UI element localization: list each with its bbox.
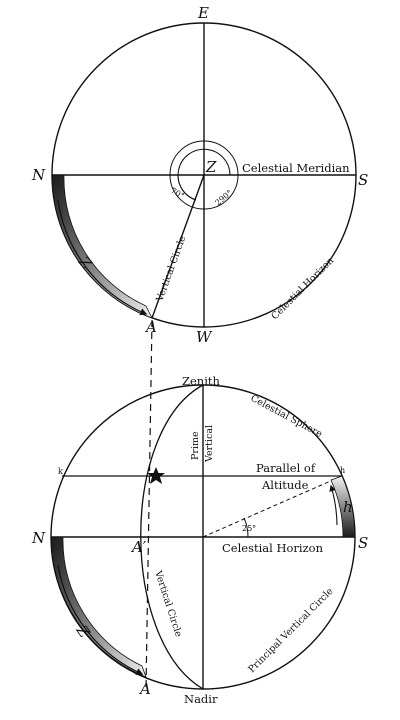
top-angle-70: 70°: [169, 186, 186, 201]
bottom-label-nadir: Nadir: [184, 692, 218, 706]
top-vertical-circle-line: [151, 174, 205, 319]
bottom-label-s: S: [358, 534, 368, 552]
top-angle-290: 290°: [214, 188, 235, 207]
top-diagram: E N S W Z A 70° 290° Celestial Meridian …: [31, 4, 368, 346]
bottom-azimuth-arrow: [57, 564, 144, 675]
bottom-label-n: N: [31, 529, 46, 547]
bottom-label-a: A: [138, 680, 151, 698]
top-zenith-circle: [169, 140, 239, 210]
prime-vertical-label-1: Prime: [190, 431, 201, 460]
bottom-label-h: h: [340, 466, 345, 475]
top-azimuth-arrow: [57, 199, 148, 316]
top-vertical-circle-label: Vertical Circle: [154, 234, 188, 304]
top-label-a: A: [144, 318, 157, 336]
bottom-label-zenith: Zenith: [182, 374, 221, 388]
altitude-dashed-line: [202, 475, 343, 538]
top-celestial-meridian-label: Celestial Meridian: [242, 161, 350, 175]
top-label-z: Z: [205, 158, 217, 176]
parallel-of-altitude-label-1: Parallel of: [256, 461, 316, 475]
celestial-horizon-label: Celestial Horizon: [222, 541, 324, 555]
connector-dashed-line: [145, 319, 153, 689]
bottom-shaded-azimuth-band: [50, 536, 147, 678]
altitude-arrow: [329, 484, 338, 526]
top-label-w: W: [196, 328, 213, 346]
bottom-diagram: Zenith Nadir N S A′ A k h h Celestial Sp…: [31, 374, 368, 706]
top-angle-arc-290: [177, 148, 231, 201]
top-shaded-azimuth-band: [51, 174, 153, 319]
bottom-label-a-prime: A′: [130, 538, 147, 556]
altitude-angle-arc: [243, 517, 249, 538]
star-marker: [147, 467, 165, 484]
altitude-angle-label: 25°: [242, 524, 256, 533]
bottom-h-arc-label: h: [343, 498, 353, 516]
top-label-n: N: [31, 166, 46, 184]
top-label-e: E: [197, 4, 209, 22]
parallel-of-altitude-label-2: Altitude: [261, 478, 309, 492]
top-celestial-horizon-label: Celestial Horizon: [269, 255, 336, 322]
prime-vertical-label-2: Vertical: [204, 425, 215, 463]
top-label-s: S: [358, 171, 368, 189]
celestial-sphere-label: Celestial Sphere: [249, 393, 325, 440]
vertical-circle-arc: [140, 384, 204, 690]
bottom-label-k: k: [58, 467, 63, 476]
